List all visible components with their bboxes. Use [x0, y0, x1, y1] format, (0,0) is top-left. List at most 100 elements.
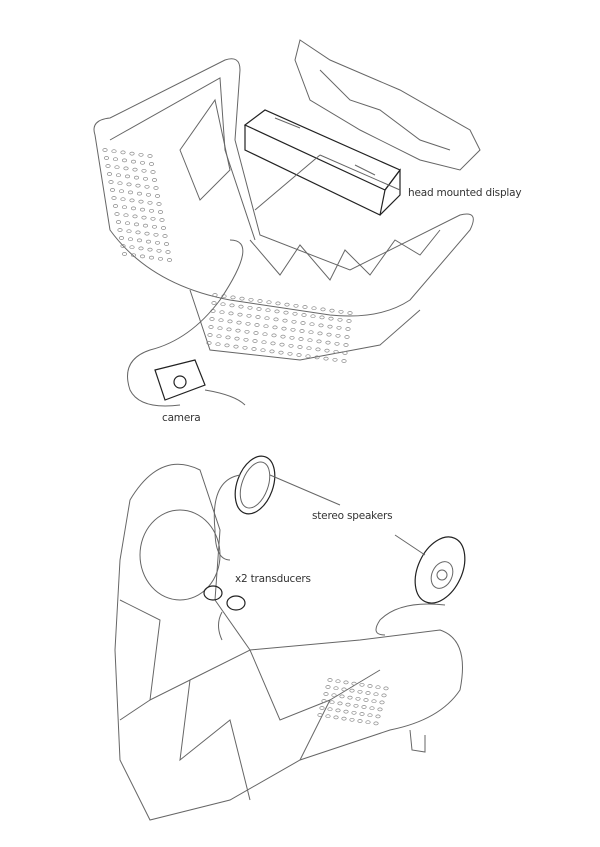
perforation-dot: [347, 311, 353, 315]
perforation-dot: [141, 215, 147, 220]
perforation-dot: [160, 226, 167, 230]
perforation-dot: [377, 707, 383, 712]
perforation-dot: [328, 316, 334, 321]
perforation-dot: [225, 335, 231, 340]
perforation-dot: [333, 349, 339, 354]
perforation-dot: [289, 335, 295, 340]
perforation-dot: [252, 339, 258, 343]
perforation-dot: [343, 680, 349, 685]
perforation-dot: [367, 684, 373, 688]
perforation-dot: [363, 698, 369, 702]
perforation-dot: [127, 190, 134, 195]
perforation-dot: [317, 331, 323, 336]
perforation-dot: [132, 167, 138, 172]
perforation-dot: [166, 258, 173, 262]
perforation-dot: [144, 231, 150, 236]
perforation-dot: [331, 693, 337, 698]
perforation-dot: [341, 687, 347, 692]
left-speaker: [213, 455, 341, 561]
perforation-dot: [345, 327, 351, 331]
perforation-dot: [130, 206, 137, 211]
perforation-dot: [123, 166, 129, 171]
label-transducers: x2 transducers: [235, 573, 311, 585]
perforation-dot: [375, 714, 381, 719]
head-mounted-display-part: [243, 109, 401, 216]
perforation-dot: [246, 313, 252, 318]
perforation-dot: [238, 304, 244, 309]
perforation-dot: [156, 248, 162, 253]
perforation-dot: [359, 682, 365, 687]
perforation-dot: [271, 333, 277, 338]
perforation-dot: [320, 307, 326, 312]
perforation-dot: [353, 703, 359, 708]
perforation-dot: [153, 186, 159, 190]
perforation-dot: [327, 707, 333, 712]
perforation-dot: [337, 701, 343, 706]
perforation-dot: [234, 336, 240, 341]
perforation-dot: [245, 321, 251, 326]
perforation-dot: [262, 332, 268, 337]
perforation-dot: [106, 172, 113, 176]
perforation-dot: [279, 342, 285, 347]
perforation-dot: [208, 325, 214, 329]
perforation-dot: [121, 252, 128, 256]
perforation-dot: [325, 685, 331, 689]
perforation-dot: [291, 319, 297, 324]
perforation-dot: [235, 328, 241, 333]
perforation-dot: [216, 334, 222, 339]
perforation-dot: [126, 182, 132, 187]
perforation-dot: [215, 342, 221, 347]
perforation-dot: [108, 180, 114, 184]
perforation-dot: [335, 333, 341, 338]
perforation-dot: [253, 331, 259, 335]
perforation-dot: [159, 218, 165, 222]
perforation-dot: [329, 308, 335, 313]
perforation-dot: [153, 232, 159, 237]
perforation-dot: [147, 200, 153, 205]
perforation-dot: [121, 205, 128, 210]
camera-part: [127, 239, 246, 407]
perforation-dot: [236, 320, 242, 325]
perforation-dot: [318, 323, 324, 328]
upper-shell: [93, 58, 474, 363]
perforation-dot: [300, 321, 306, 325]
perforation-dot: [327, 324, 333, 329]
perforation-dot: [343, 709, 349, 714]
perforation-dot: [325, 714, 331, 719]
perforation-dot: [237, 312, 243, 317]
perforation-dot: [299, 329, 305, 333]
perforation-dot: [302, 305, 308, 309]
perforation-dot: [132, 214, 138, 219]
perforation-dot: [135, 183, 141, 188]
perforation-dot: [272, 325, 278, 330]
perforation-dot: [381, 693, 387, 698]
perforation-dot: [206, 341, 212, 345]
perforation-dot: [242, 345, 248, 350]
perforation-dot: [280, 334, 286, 339]
perforation-dot: [118, 236, 125, 240]
perforation-dot: [308, 330, 314, 335]
perforation-dot: [129, 151, 135, 156]
perforation-dot: [109, 188, 116, 192]
perforation-dot: [332, 357, 338, 362]
perforation-dot: [270, 341, 276, 346]
perforation-dot: [288, 343, 294, 348]
perforation-dot: [371, 699, 377, 704]
perforation-dot: [327, 678, 333, 682]
perforation-dot: [156, 202, 162, 206]
perforation-dot: [248, 297, 254, 302]
perforation-dot: [383, 686, 389, 691]
perforation-dot: [117, 181, 123, 186]
perforation-dot: [127, 237, 134, 242]
perforation-dot: [209, 317, 215, 321]
perforation-dot: [138, 199, 144, 204]
perforation-dot: [150, 170, 156, 174]
perforation-dot: [311, 306, 317, 311]
perforation-dot: [345, 702, 351, 707]
perforation-dot: [165, 250, 171, 254]
perforation-dot: [317, 713, 323, 717]
perforation-dot: [117, 228, 123, 232]
perforation-dot: [316, 339, 322, 344]
perforation-dot: [341, 716, 347, 721]
